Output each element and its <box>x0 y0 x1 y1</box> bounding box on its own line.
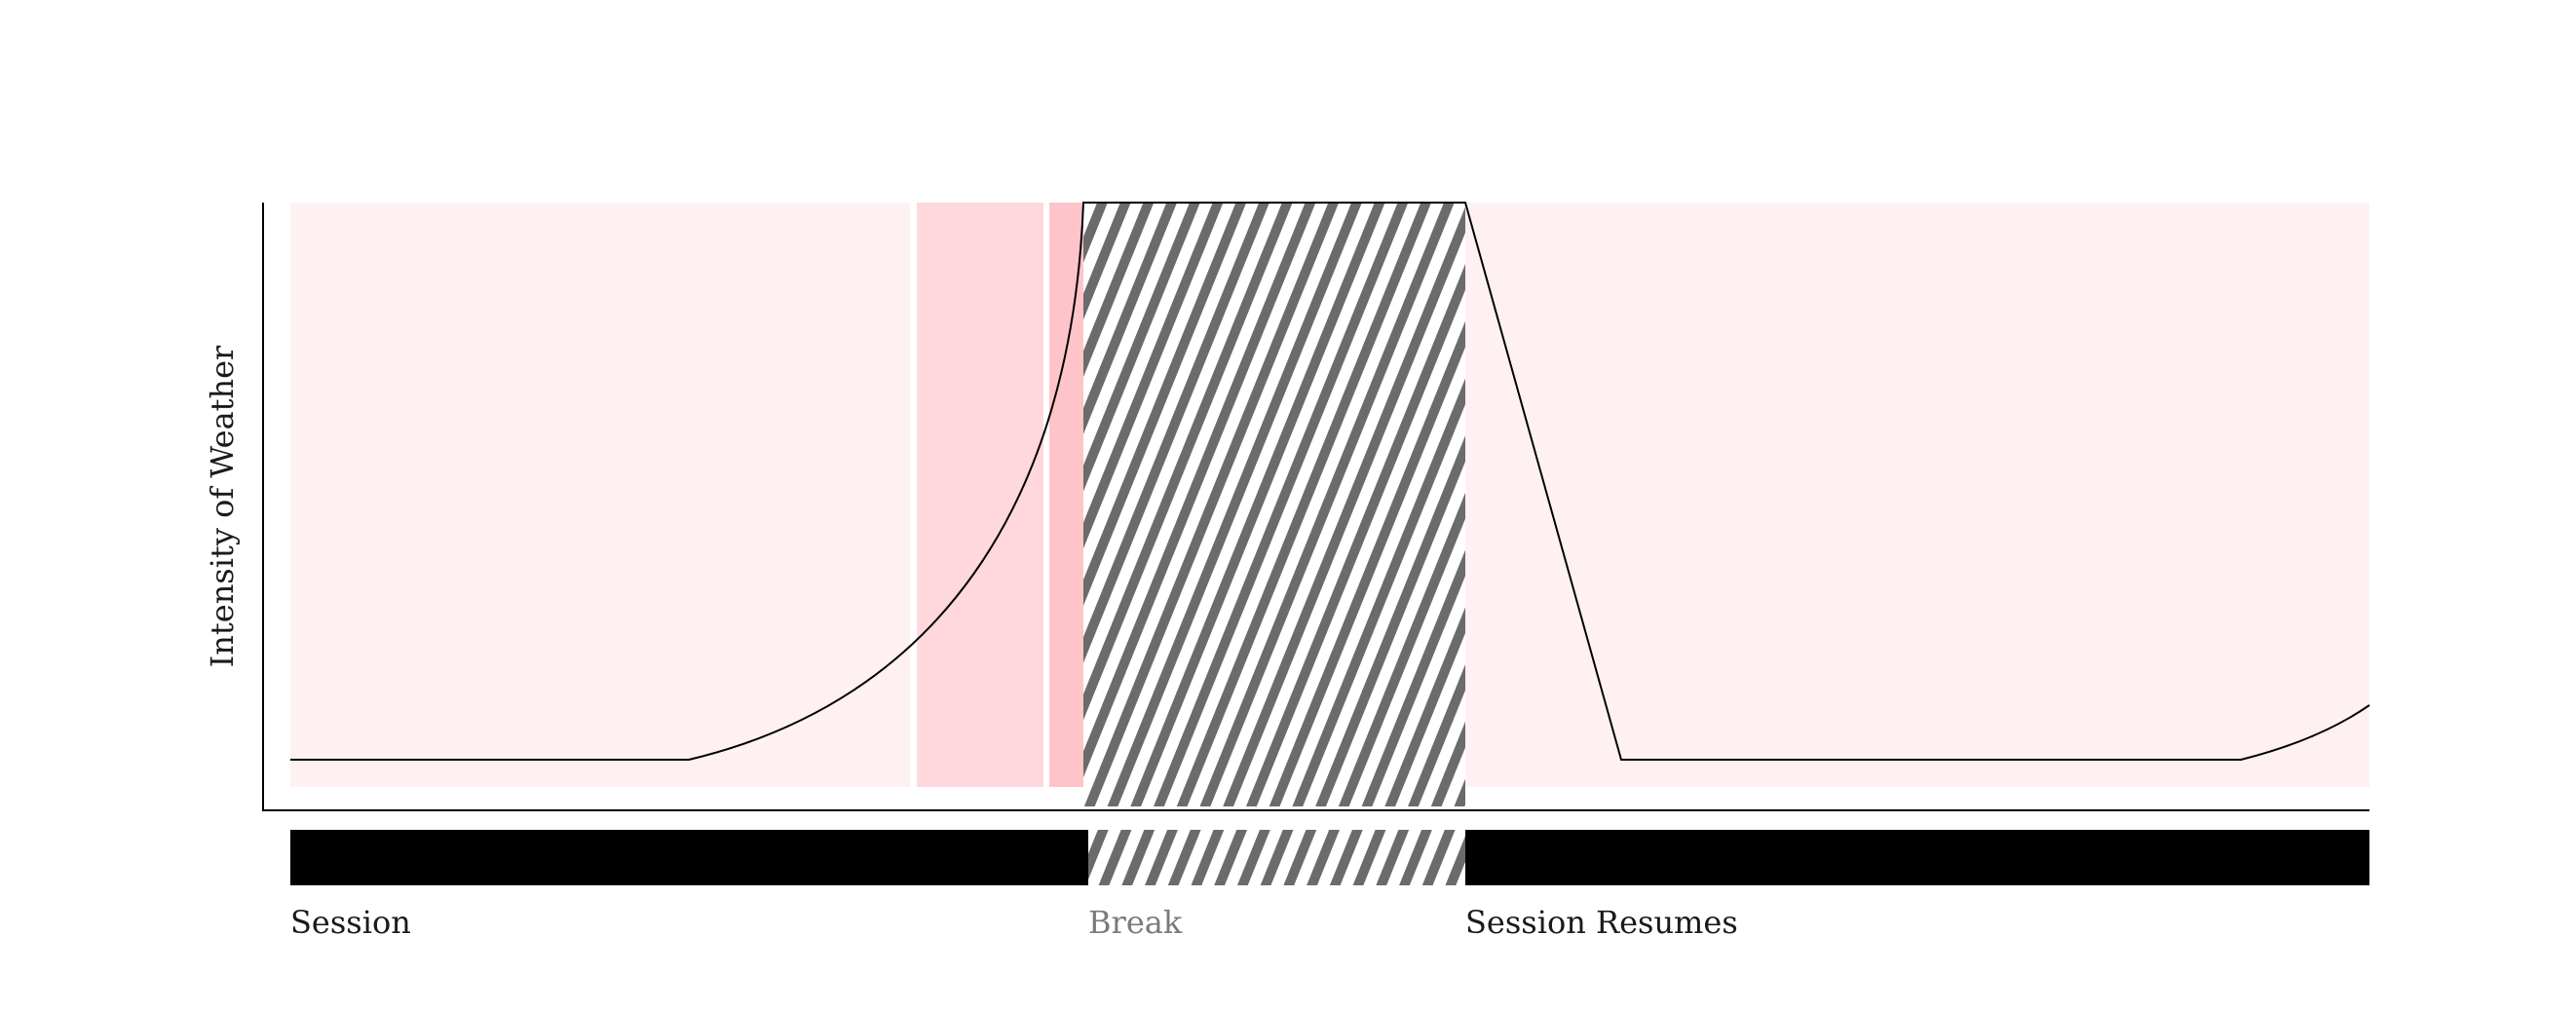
mid-intensity-band <box>917 203 1043 787</box>
y-axis-label: Intensity of Weather <box>204 345 241 668</box>
phase-label-session-resumes: Session Resumes <box>1465 904 1738 941</box>
timeline-session-resumes <box>1465 830 2369 885</box>
intensity-curve <box>290 202 2370 761</box>
break-hatched-block <box>1083 203 1465 806</box>
phase-label-break: Break <box>1088 904 1183 941</box>
phase-label-session: Session <box>290 904 411 941</box>
low-intensity-band-session <box>290 203 910 787</box>
high-intensity-band <box>1049 203 1083 787</box>
low-intensity-band-resumes <box>1465 203 2369 787</box>
timeline-session <box>290 830 1088 885</box>
timeline-break <box>1088 830 1465 885</box>
